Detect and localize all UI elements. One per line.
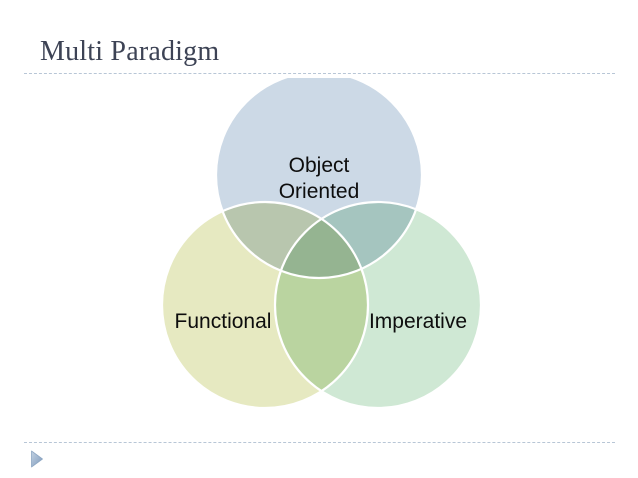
footer-divider-bottom [24,442,615,443]
page-title: Multi Paradigm [40,36,220,67]
venn-label-imperative: Imperative [369,310,467,333]
venn-outline-imperative [273,200,483,408]
venn-outline-functional [160,200,370,408]
advance-marker[interactable] [30,450,44,468]
venn-circles [162,78,481,408]
title-divider-top [24,73,615,74]
play-triangle-icon [31,450,43,468]
venn-diagram-svg: Object Oriented Functional Imperative [160,78,483,408]
play-triangle-shape [31,450,43,468]
venn-labels: Object Oriented Functional Imperative [175,154,467,333]
venn-label-functional: Functional [175,310,272,333]
venn-circle-outlines [160,78,483,408]
venn-label-object-oriented-line2: Oriented [279,180,360,203]
venn-outline-object-oriented [214,78,424,280]
venn-circle-imperative[interactable] [275,202,481,408]
venn-label-object-oriented-line1: Object [289,154,350,177]
venn-diagram: Object Oriented Functional Imperative [0,78,638,408]
